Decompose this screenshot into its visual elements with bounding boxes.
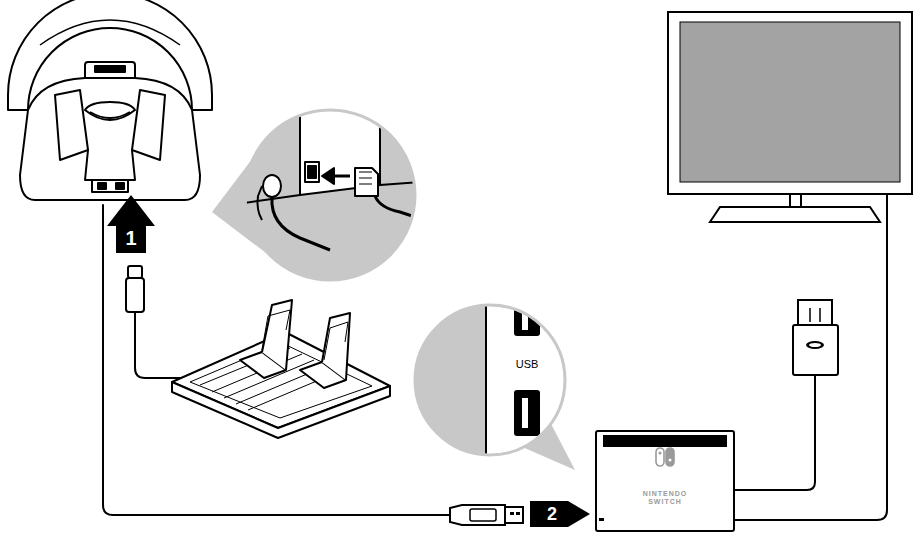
dock-detail [597, 432, 733, 530]
switch-logo [656, 448, 674, 466]
pedal-plug [126, 266, 144, 312]
steering-wheel [8, 0, 212, 200]
hdmi-cable [735, 195, 887, 520]
television [668, 12, 912, 222]
dock-body: NINTENDO SWITCH [595, 430, 735, 532]
port-label: USB [516, 359, 539, 370]
ac-adapter [793, 300, 838, 375]
usb-plug [450, 505, 523, 525]
callout-number: 2 [547, 505, 557, 523]
pedal-cable [135, 312, 190, 378]
dock-slot [603, 435, 727, 447]
led [599, 518, 604, 521]
power-cable [735, 375, 815, 490]
pedal-unit [172, 300, 390, 438]
brand-text: NINTENDO SWITCH [640, 490, 690, 506]
callout-number: 1 [125, 228, 136, 248]
callout-arrow [107, 195, 155, 253]
port-detail [230, 110, 430, 300]
callout-arrow [530, 501, 590, 527]
